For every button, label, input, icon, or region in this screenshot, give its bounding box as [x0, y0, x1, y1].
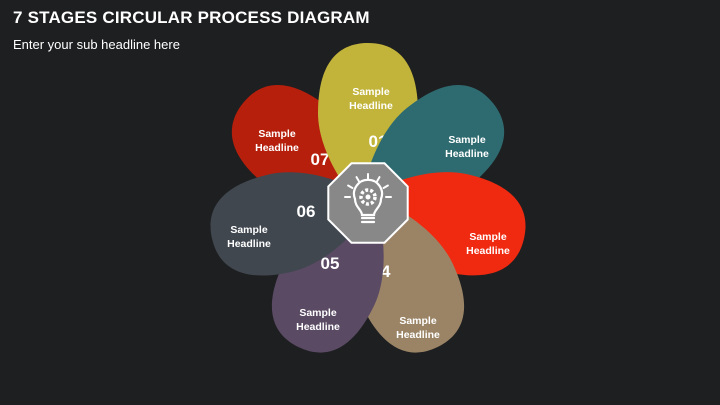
gear-hub: [365, 194, 371, 200]
bulb-ray: [382, 184, 389, 189]
lightbulb-gear-icon: [344, 173, 392, 224]
stage-01-label-line1: Sample: [352, 86, 390, 98]
stage-07-number: 07: [311, 150, 330, 169]
stage-03-label-line2: Headline: [466, 245, 510, 257]
stage-02-label-line2: Headline: [445, 148, 489, 160]
stage-04-label-line1: Sample: [399, 315, 437, 327]
page-title: 7 STAGES CIRCULAR PROCESS DIAGRAM: [13, 8, 370, 27]
bulb-ray: [376, 176, 381, 183]
stage-06-number: 06: [297, 202, 316, 221]
stage-03-label-line1: Sample: [469, 231, 507, 243]
stage-07-label-line1: Sample: [258, 128, 296, 140]
stage-02-label-line1: Sample: [448, 134, 486, 146]
bulb-outline: [352, 178, 384, 217]
stage-01-label-line2: Headline: [349, 100, 393, 112]
stage-05-label-line2: Headline: [296, 321, 340, 333]
page-subtitle: Enter your sub headline here: [13, 37, 180, 52]
bulb-ray: [355, 176, 360, 183]
stage-06-label-line2: Headline: [227, 238, 271, 250]
bulb-ray: [347, 184, 354, 189]
stage-06-label-line1: Sample: [230, 224, 268, 236]
center-hub: [327, 162, 409, 244]
stage-05-number: 05: [321, 254, 340, 273]
gear-teeth: [359, 188, 377, 206]
stage-04-label-line2: Headline: [396, 329, 440, 341]
stage-05-label-line1: Sample: [299, 307, 337, 319]
stage-07-label-line2: Headline: [255, 142, 299, 154]
